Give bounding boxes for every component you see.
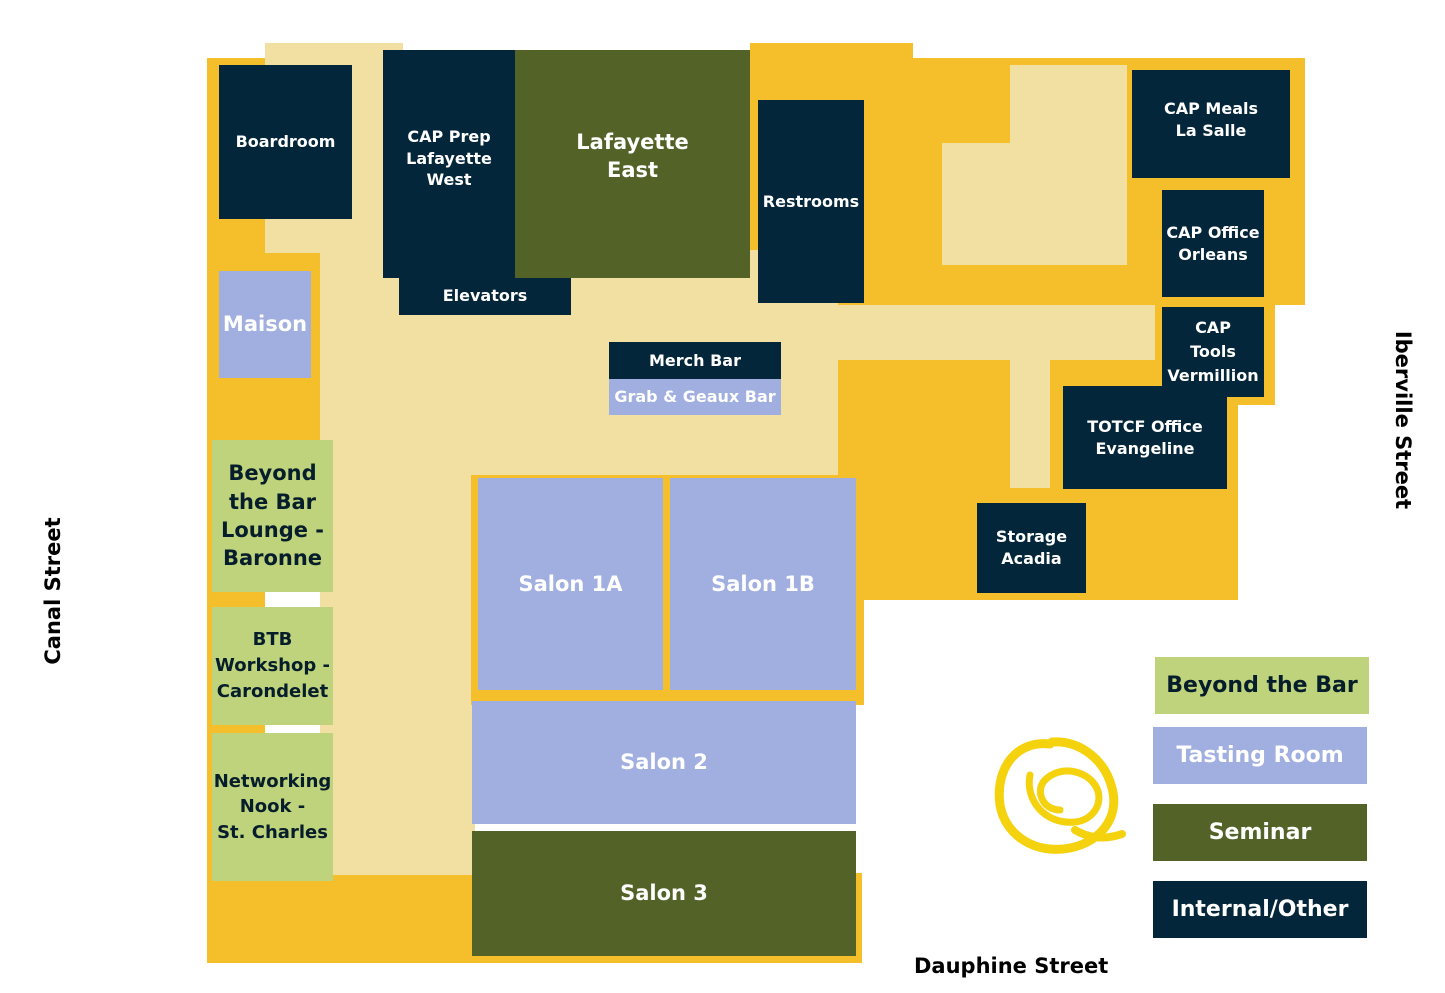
room-label: Salon 1B xyxy=(711,571,815,596)
legend-item-tasting-room: Tasting Room xyxy=(1153,727,1367,784)
room-label: TOTCF Office Evangeline xyxy=(1087,416,1203,458)
room-btb-workshop-carondelet[interactable]: BTB Workshop - Carondelet xyxy=(212,607,333,725)
room-label: Grab & Geaux Bar xyxy=(614,387,776,407)
room-grab-and-geaux-bar[interactable]: Grab & Geaux Bar xyxy=(609,379,781,415)
room-label: Boardroom xyxy=(235,132,336,152)
room-cap-prep-lafayette-west[interactable]: CAP Prep Lafayette West xyxy=(383,50,515,278)
room-merch-bar[interactable]: Merch Bar xyxy=(609,342,781,379)
room-elevators[interactable]: Elevators xyxy=(399,277,571,315)
room-label: CAP Office Orleans xyxy=(1166,222,1260,264)
room-restrooms[interactable]: Restrooms xyxy=(758,100,864,303)
corridor xyxy=(320,470,475,875)
room-salon-3[interactable]: Salon 3 xyxy=(472,831,856,956)
room-label: Restrooms xyxy=(762,191,860,211)
room-label: Elevators xyxy=(442,286,528,306)
room-cap-tools-vermillion[interactable]: CAP Tools Vermillion xyxy=(1162,307,1264,397)
room-lafayette-east[interactable]: Lafayette East xyxy=(515,50,750,278)
room-label: CAP Prep Lafayette West xyxy=(406,127,492,190)
room-salon-1b[interactable]: Salon 1B xyxy=(670,478,856,690)
legend-item-seminar: Seminar xyxy=(1153,804,1367,861)
room-btb-lounge-baronne[interactable]: Beyond the Bar Lounge - Baronne xyxy=(212,440,333,592)
street-label-canal: Canal Street xyxy=(41,517,65,665)
street-label-dauphine: Dauphine Street xyxy=(914,954,1109,978)
room-label: Salon 3 xyxy=(620,881,708,906)
room-maison[interactable]: Maison xyxy=(219,271,311,378)
room-cap-meals-la-salle[interactable]: CAP Meals La Salle xyxy=(1132,70,1290,178)
legend-item-beyond-the-bar: Beyond the Bar xyxy=(1155,657,1369,714)
room-salon-2[interactable]: Salon 2 xyxy=(472,701,856,824)
room-label: Beyond the Bar Lounge - Baronne xyxy=(220,461,324,571)
room-salon-1a[interactable]: Salon 1A xyxy=(478,478,663,690)
room-storage-acadia[interactable]: Storage Acadia xyxy=(977,503,1086,593)
room-label: BTB Workshop - Carondelet xyxy=(215,628,330,703)
corridor xyxy=(835,305,1155,360)
room-label: Networking Nook - St. Charles xyxy=(213,771,332,843)
street-label-iberville: Iberville Street xyxy=(1391,330,1415,510)
corridor xyxy=(942,143,1127,265)
room-label: Merch Bar xyxy=(649,350,741,370)
room-networking-nook-st-charles[interactable]: Networking Nook - St. Charles xyxy=(212,733,333,881)
room-label: Maison xyxy=(222,312,308,337)
room-boardroom[interactable]: Boardroom xyxy=(219,65,352,219)
legend-item-internal-other: Internal/Other xyxy=(1153,881,1367,938)
room-label: Salon 1A xyxy=(518,571,623,596)
room-label: CAP Tools Vermillion xyxy=(1167,318,1259,385)
room-label: Storage Acadia xyxy=(995,527,1068,568)
room-label: Salon 2 xyxy=(620,750,708,775)
corridor xyxy=(1010,65,1127,145)
room-label: CAP Meals La Salle xyxy=(1164,99,1258,140)
room-label: Lafayette East xyxy=(576,130,689,183)
swirl-logo-icon xyxy=(994,737,1126,854)
room-cap-office-orleans[interactable]: CAP Office Orleans xyxy=(1162,190,1264,297)
room-totcf-office-evangeline[interactable]: TOTCF Office Evangeline xyxy=(1063,386,1227,489)
corridor xyxy=(1010,360,1050,488)
